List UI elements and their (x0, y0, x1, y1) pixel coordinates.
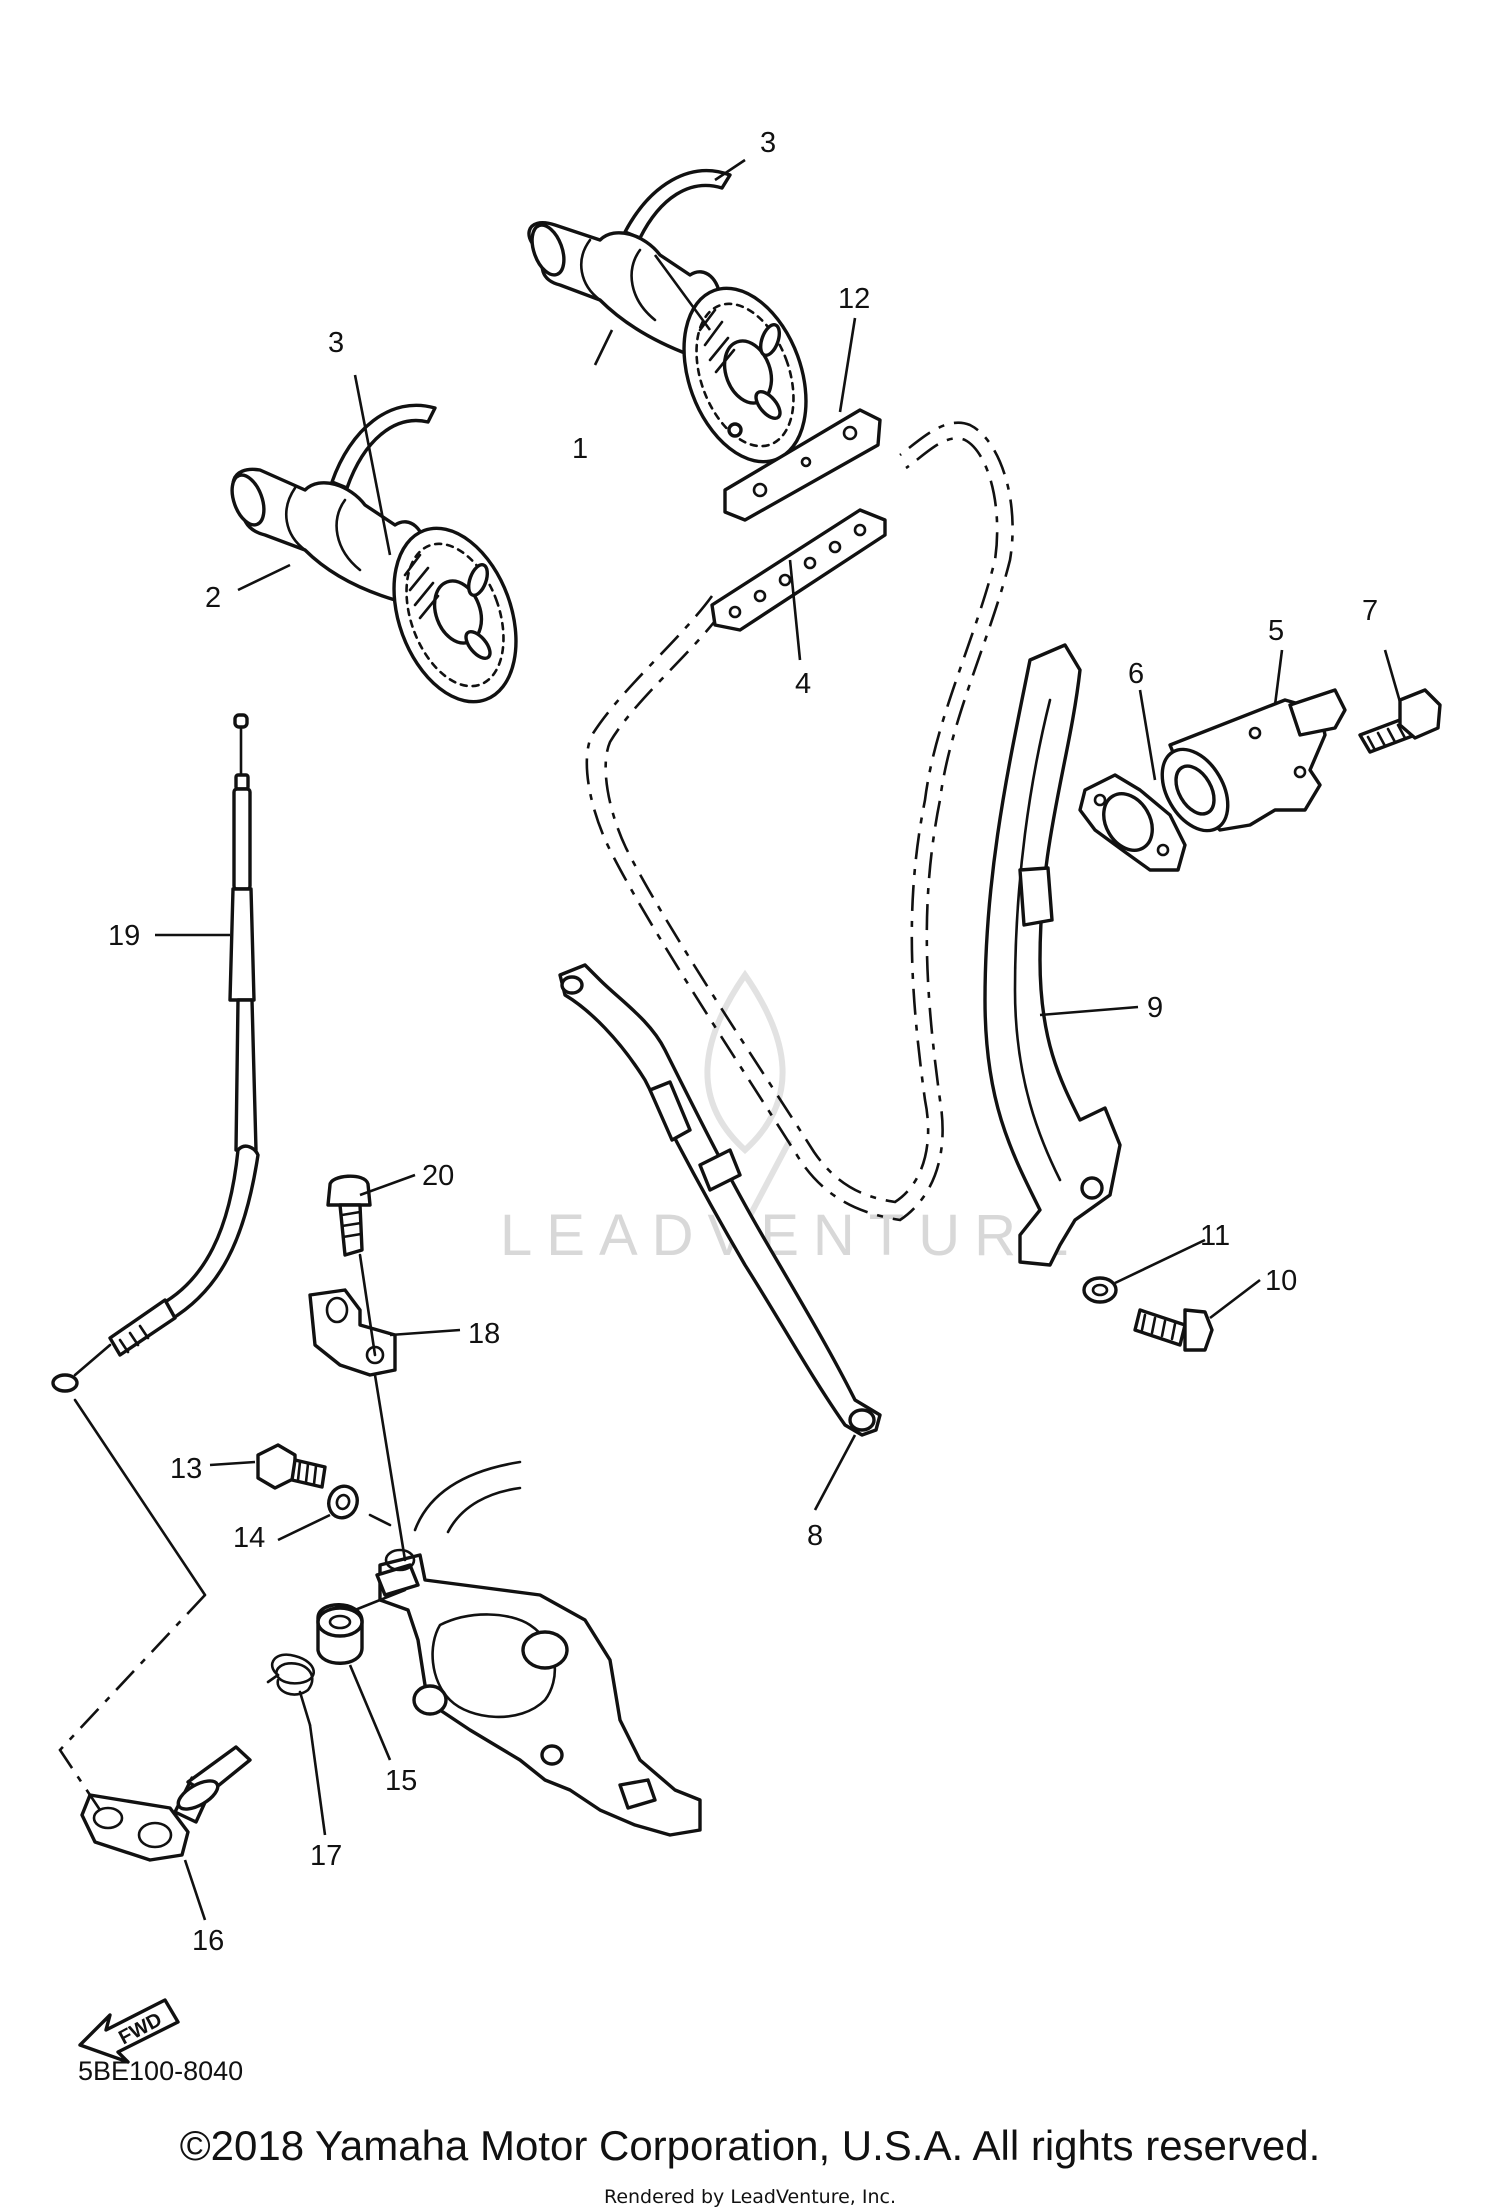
callout-9[interactable]: 9 (1147, 992, 1163, 1024)
callout-13[interactable]: 13 (170, 1453, 202, 1485)
copyright-notice: ©2018 Yamaha Motor Corporation, U.S.A. A… (179, 2122, 1321, 2169)
part-10-bolt[interactable] (1133, 1308, 1214, 1352)
callout-3-upper[interactable]: 3 (760, 127, 776, 159)
part-15-bushing[interactable] (316, 1603, 364, 1665)
part-18-bracket[interactable] (308, 1288, 397, 1377)
rendered-by-note: Rendered by LeadVenture, Inc. (603, 2186, 897, 2208)
diagram-code: 5BE100-8040 (78, 2056, 244, 2086)
callout-18[interactable]: 18 (468, 1318, 500, 1350)
callout-12[interactable]: 12 (838, 283, 870, 315)
callout-14[interactable]: 14 (233, 1522, 265, 1554)
part-20-bolt[interactable] (326, 1174, 372, 1257)
watermark-text: LEADVENTURE (500, 1203, 1083, 1268)
part-5-tensioner[interactable] (1149, 688, 1347, 842)
callout-leaders (155, 158, 1402, 1921)
callout-11[interactable]: 11 (1200, 1220, 1230, 1252)
callout-2[interactable]: 2 (205, 582, 221, 614)
part-13-bolt[interactable] (256, 1443, 327, 1490)
part-2-camshaft[interactable] (226, 467, 538, 718)
part-17-spring[interactable] (266, 1653, 315, 1727)
forward-direction-arrow: FWD (78, 1998, 180, 2064)
callout-17[interactable]: 17 (310, 1840, 342, 1872)
part-11-washer[interactable] (1082, 1276, 1118, 1304)
callouts: 1 2 3 3 4 5 6 7 8 9 10 11 12 13 14 15 16… (108, 127, 1378, 1957)
part-7-bolt[interactable] (1358, 688, 1442, 754)
callout-19[interactable]: 19 (108, 920, 140, 952)
callout-1[interactable]: 1 (572, 433, 588, 465)
part-1-camshaft[interactable] (526, 221, 828, 479)
assembly-lines (58, 1253, 407, 1811)
part-6-gasket[interactable] (1078, 773, 1187, 872)
cylinder-head-housing (375, 1460, 702, 1837)
part-9-tensioner-guide[interactable] (983, 643, 1122, 1267)
part-19-cable[interactable] (51, 713, 260, 1393)
callout-20[interactable]: 20 (422, 1160, 454, 1192)
callout-15[interactable]: 15 (385, 1765, 417, 1797)
callout-4[interactable]: 4 (795, 668, 811, 700)
callout-6[interactable]: 6 (1128, 658, 1144, 690)
callout-3-lower[interactable]: 3 (328, 327, 344, 359)
callout-8[interactable]: 8 (807, 1520, 823, 1552)
callout-10[interactable]: 10 (1265, 1265, 1297, 1297)
part-3-clip-lower[interactable] (330, 403, 437, 490)
callout-16[interactable]: 16 (192, 1925, 224, 1957)
part-12-chain-guide-top[interactable] (723, 408, 882, 522)
chain-links (710, 508, 887, 632)
part-4-cam-chain[interactable] (585, 421, 1014, 1222)
part-8-chain-guide[interactable] (558, 963, 882, 1437)
callout-5[interactable]: 5 (1268, 615, 1284, 647)
part-16-lever[interactable] (80, 1745, 252, 1862)
part-14-washer[interactable] (324, 1482, 361, 1522)
part-3-clip-upper[interactable] (623, 169, 732, 240)
callout-7[interactable]: 7 (1362, 595, 1378, 627)
